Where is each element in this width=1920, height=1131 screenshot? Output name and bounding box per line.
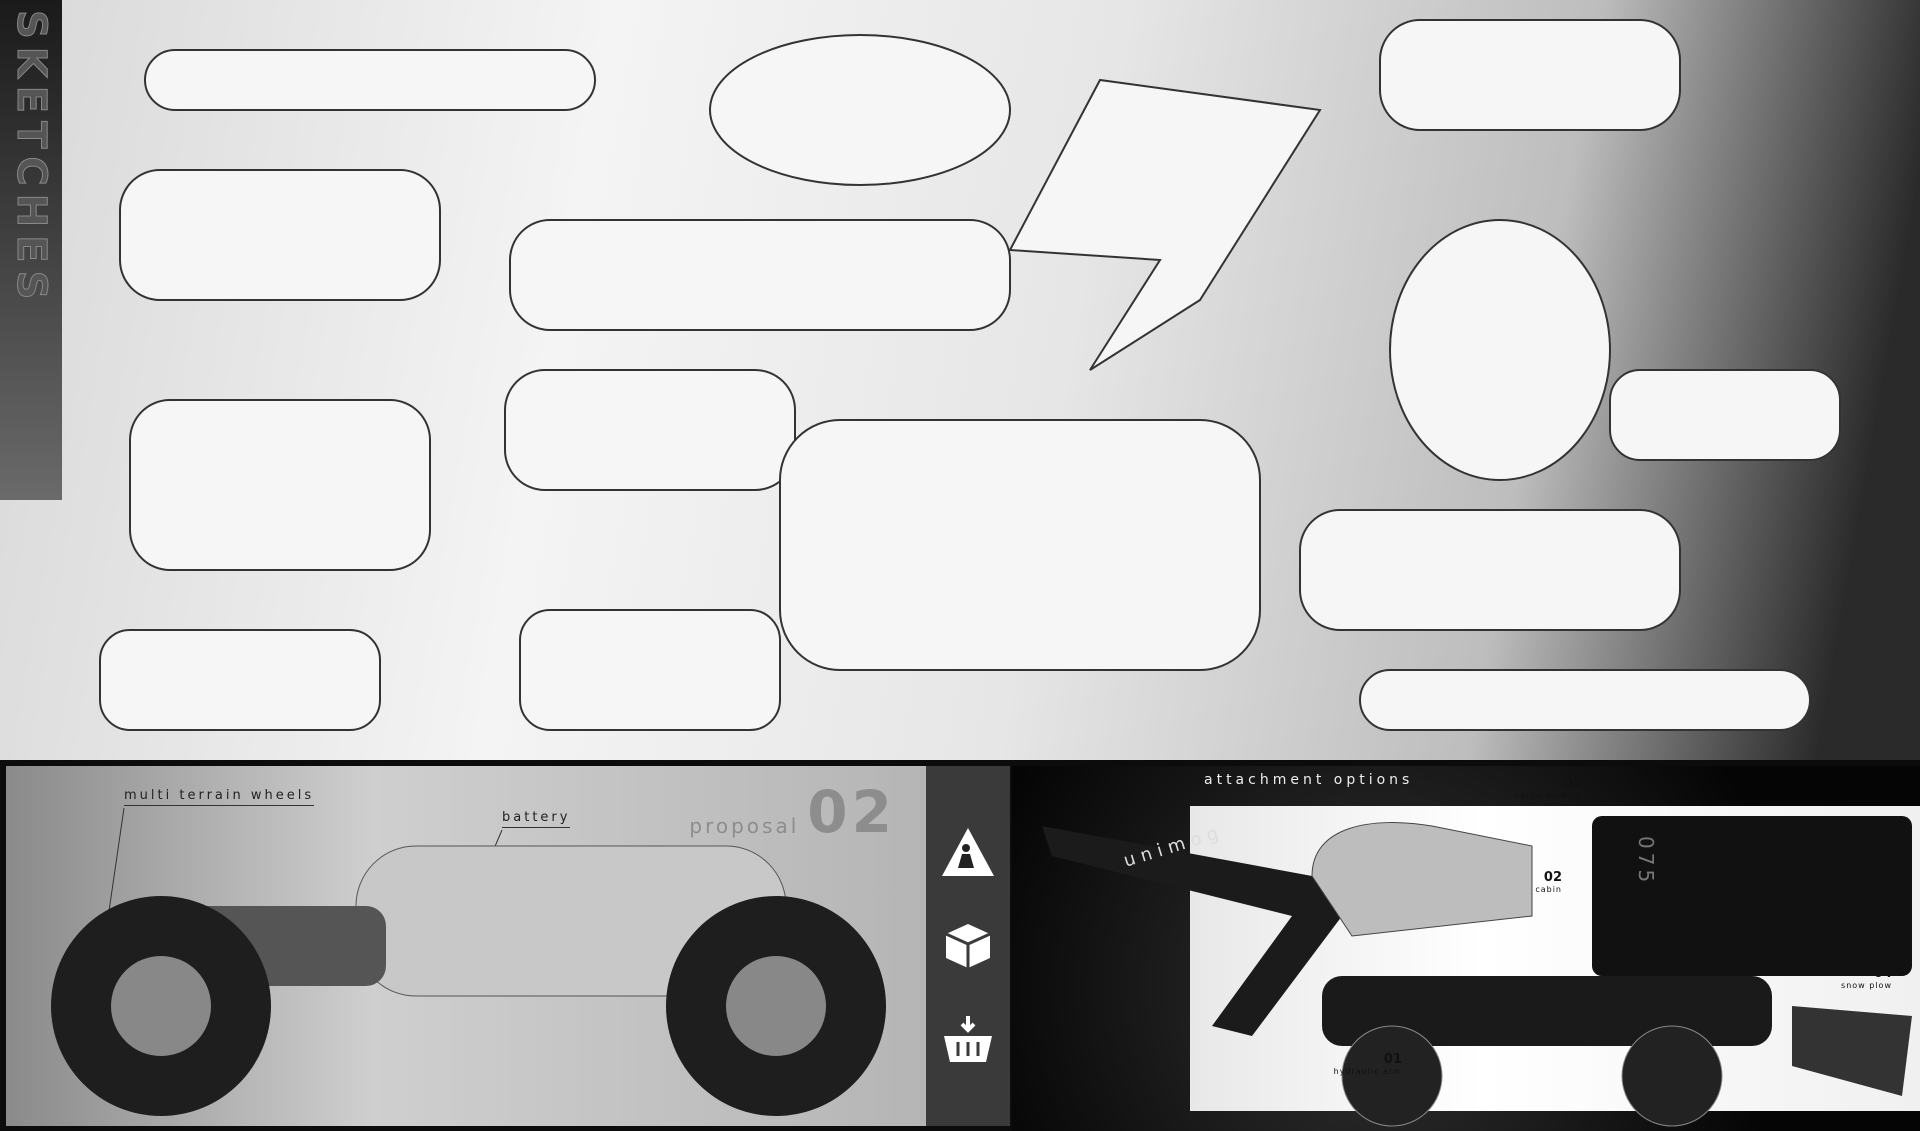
package-box-icon [945, 924, 991, 968]
vehicle-sketches [99, 19, 1841, 731]
callout-battery: battery [502, 810, 571, 828]
attachment-vehicle [1042, 816, 1912, 1127]
proposal-vehicle [51, 807, 886, 1116]
proposal-icon-column [926, 766, 1010, 1126]
construction-worker-icon [942, 828, 994, 876]
sketch-tractor [779, 419, 1261, 671]
sidebar-strip [0, 0, 62, 500]
shopping-basket-icon [944, 1016, 992, 1062]
proposal-panel: proposal 02 multi terrain wheels battery [6, 766, 926, 1126]
sketch-bottom-pod [1359, 669, 1811, 731]
sketch-cabin [709, 34, 1011, 186]
sketch-rover-2 [509, 219, 1011, 331]
proposal-label: proposal [689, 814, 800, 838]
proposal-number: 02 [807, 778, 896, 846]
sketches-panel: SKETCHES [0, 0, 1920, 760]
sketch-rover-3 [504, 369, 796, 491]
attachment-title: attachment options [1204, 772, 1414, 788]
sketch-rover-4 [1299, 509, 1681, 631]
sketch-flatbed-1 [99, 629, 381, 731]
sketch-flatbed-2 [519, 609, 781, 731]
sketch-top-right [1379, 19, 1681, 131]
sketch-top-pod [144, 49, 596, 111]
sketch-wheel-large [1389, 219, 1611, 481]
sketches-title: SKETCHES [8, 10, 55, 308]
sketch-loader [129, 399, 431, 571]
callout-wheels: multi terrain wheels [124, 788, 315, 806]
sketch-excavator-arm [1008, 78, 1322, 371]
sketch-rover-5 [1609, 369, 1841, 461]
sketch-rover-1 [119, 169, 441, 301]
module-code: 075 [1634, 836, 1658, 887]
proposal-heading: proposal 02 [689, 778, 896, 846]
